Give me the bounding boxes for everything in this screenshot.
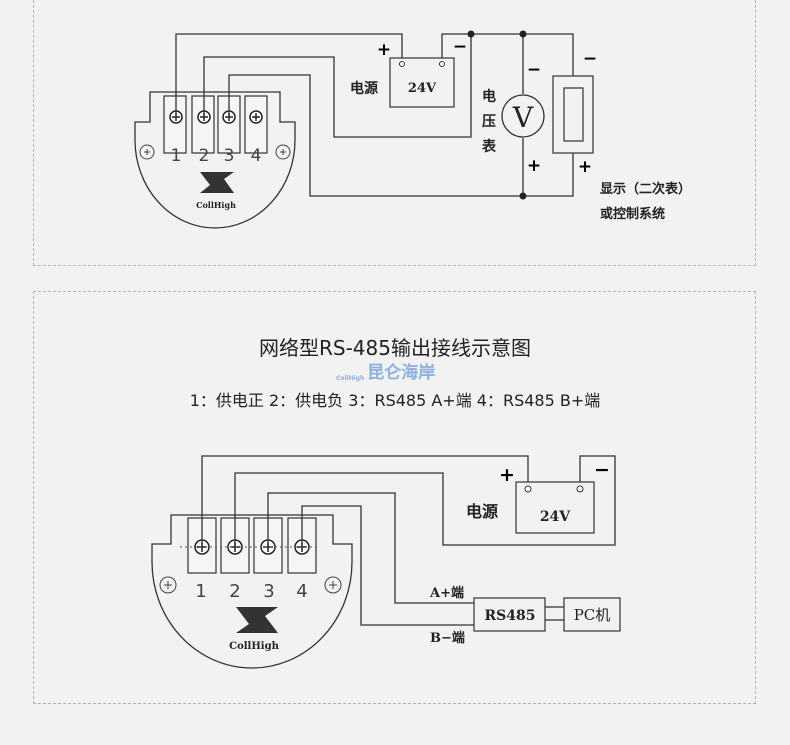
rs485-label: RS485: [485, 608, 536, 624]
brand-name: CollHigh: [229, 641, 279, 652]
terminal-number: 3: [224, 146, 235, 166]
rs485-converter: RS485 A+端 B−端: [429, 585, 546, 646]
wires-1: [175, 33, 574, 197]
voltmeter-label: 压: [482, 114, 496, 130]
wires-2: [201, 455, 616, 626]
current-output-panel: [33, 0, 756, 266]
watermark-logo: CollHigh 昆仑海岸: [336, 363, 435, 383]
minus-sign: −: [527, 60, 541, 80]
minus-sign: −: [583, 49, 597, 69]
terminal-number: 4: [251, 146, 262, 166]
voltage-label: 24V: [540, 509, 571, 525]
minus-sign: −: [453, 37, 467, 57]
pc-label: PC机: [574, 606, 611, 624]
transmitter-terminal-block-1: 1 2 3 4 CollHigh: [134, 91, 296, 229]
terminal-number: 4: [296, 581, 307, 602]
watermark-text: 昆仑海岸: [367, 363, 436, 383]
watermark-subtext: CollHigh: [336, 375, 365, 382]
terminal-number: 2: [229, 581, 240, 602]
brand-logo-icon: [200, 172, 234, 193]
diagram-title: 网络型RS-485输出接线示意图: [259, 336, 531, 360]
power-supply-2: 24V + − 电源: [466, 459, 610, 534]
display-label: 或控制系统: [600, 206, 665, 222]
terminal-legend: 1：供电正 2：供电负 3：RS485 A+端 4：RS485 B+端: [189, 391, 601, 410]
plus-sign: +: [578, 157, 592, 177]
transmitter-terminal-block-2: 1 2 3 4 CollHigh: [151, 514, 353, 669]
plus-sign: +: [527, 156, 541, 176]
brand-logo-icon: [236, 607, 278, 633]
display-label: 显示（二次表）: [600, 181, 691, 197]
power-label: 电源: [350, 80, 378, 97]
rs485-output-panel: [33, 291, 756, 704]
display-device: − + 显示（二次表） 或控制系统: [552, 49, 691, 222]
power-label: 电源: [466, 502, 498, 521]
power-supply-1: 24V + − 电源: [350, 37, 467, 108]
a-terminal-label: A+端: [429, 585, 464, 601]
terminal-number: 2: [199, 146, 210, 166]
terminal-number: 1: [171, 146, 182, 166]
junction-dots: [467, 30, 527, 200]
mount-hole-icon: [159, 576, 342, 594]
pc-computer: PC机: [563, 597, 621, 632]
terminal-number: 1: [195, 581, 206, 602]
mount-hole-icon: [139, 144, 291, 160]
voltmeter: V 电 压 表 − +: [481, 60, 545, 176]
voltage-label: 24V: [408, 81, 437, 96]
terminal-number: 3: [263, 581, 274, 602]
b-terminal-label: B−端: [430, 630, 465, 646]
plus-sign: +: [377, 40, 391, 60]
voltmeter-label: 电: [482, 88, 496, 105]
voltmeter-symbol: V: [512, 101, 534, 134]
brand-name: CollHigh: [196, 200, 236, 210]
minus-sign: −: [594, 459, 610, 481]
plus-sign: +: [499, 464, 515, 486]
voltmeter-label: 表: [481, 138, 497, 155]
